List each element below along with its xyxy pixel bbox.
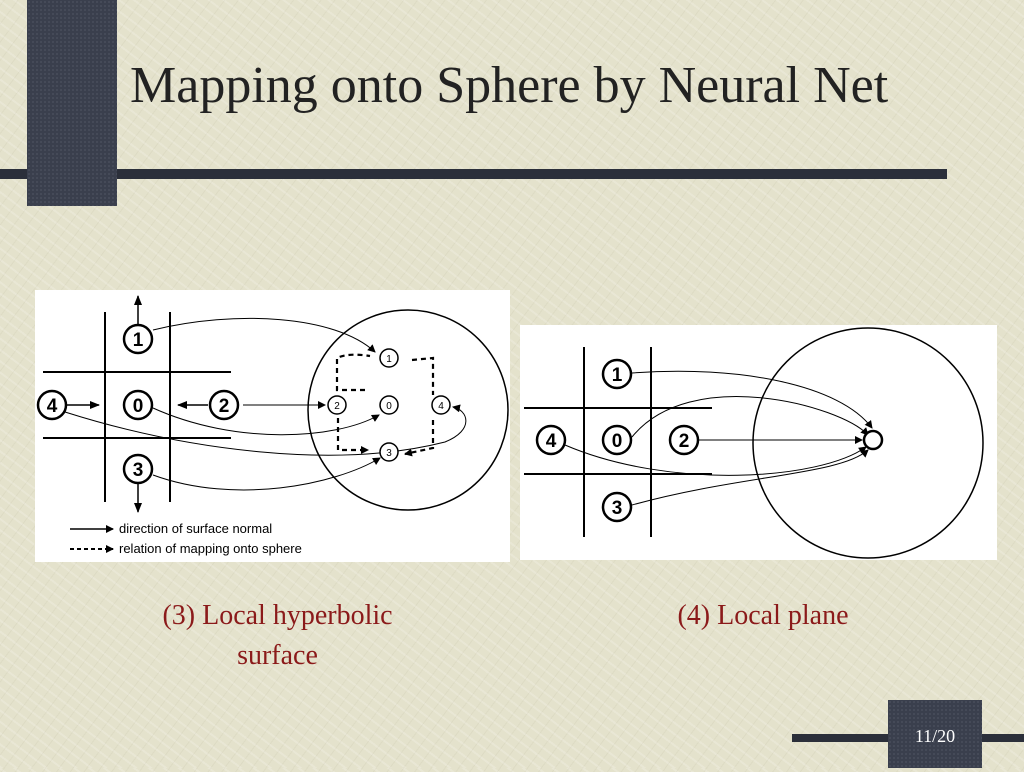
sphere-node-2: 2 <box>327 395 347 415</box>
sphere-node-0-label: 0 <box>386 401 392 412</box>
grid-lines <box>43 312 231 502</box>
figure-local-plane: 1 0 2 3 4 <box>520 325 997 560</box>
grid-node-2-label: 2 <box>219 396 230 417</box>
grid-node-2: 2 <box>208 389 240 421</box>
grid-node-3: 3 <box>122 453 154 485</box>
slide-title: Mapping onto Sphere by Neural Net <box>130 57 889 114</box>
sphere-node-4-label: 4 <box>438 401 444 412</box>
grid-node-2: 2 <box>668 424 700 456</box>
sphere-node-3: 3 <box>379 442 399 462</box>
mapping-curves <box>564 370 873 506</box>
caption-local-plane-line1: (4) Local plane <box>677 600 849 631</box>
grid-node-1: 1 <box>122 323 154 355</box>
grid-node-4: 4 <box>36 389 68 421</box>
grid-node-0-label: 0 <box>133 396 144 417</box>
grid-node-3-label: 3 <box>612 498 623 519</box>
caption-local-plane: (4) Local plane <box>620 596 906 636</box>
legend-dashed-label: relation of mapping onto sphere <box>119 541 302 556</box>
sphere-circle <box>752 327 984 559</box>
grid-node-3-label: 3 <box>133 460 144 481</box>
sphere-node-1: 1 <box>379 348 399 368</box>
grid-node-0: 0 <box>122 389 154 421</box>
dashed-relations <box>335 353 435 457</box>
footer-decoration-block <box>888 700 982 768</box>
grid-node-1: 1 <box>601 358 633 390</box>
sphere-circle <box>307 309 509 511</box>
sphere-node-0: 0 <box>379 395 399 415</box>
grid-node-4: 4 <box>535 424 567 456</box>
sphere-target-node <box>862 429 884 451</box>
caption-local-hyperbolic: (3) Local hyperbolic surface <box>110 596 445 676</box>
grid-node-2-label: 2 <box>679 431 690 452</box>
title-decoration-block <box>27 0 117 206</box>
sphere-node-1-label: 1 <box>386 354 392 365</box>
grid-node-1-label: 1 <box>133 330 144 351</box>
grid-lines <box>524 347 712 537</box>
figure-local-hyperbolic-diagram: 1 0 2 3 4 1 2 0 <box>36 295 509 556</box>
sphere-node-2-label: 2 <box>334 401 340 412</box>
footer-line-right <box>982 734 1024 742</box>
grid-node-3: 3 <box>601 491 633 523</box>
legend: direction of surface normal relation of … <box>70 521 302 556</box>
figure-local-hyperbolic: 1 0 2 3 4 1 2 0 <box>35 290 510 562</box>
grid-node-0-label: 0 <box>612 431 623 452</box>
title-underline-left <box>0 169 27 179</box>
sphere-node-3-label: 3 <box>386 448 392 459</box>
legend-solid-label: direction of surface normal <box>119 521 272 536</box>
caption-local-hyperbolic-line2: surface <box>237 640 318 671</box>
page-number: 11/20 <box>914 726 956 746</box>
caption-local-hyperbolic-line1: (3) Local hyperbolic <box>162 600 393 631</box>
sphere-node-4: 4 <box>431 395 451 415</box>
normal-arrows <box>67 295 208 513</box>
figure-local-plane-diagram: 1 0 2 3 4 <box>524 327 984 559</box>
grid-node-1-label: 1 <box>612 365 623 386</box>
grid-node-4-label: 4 <box>546 431 557 452</box>
grid-node-4-label: 4 <box>47 396 58 417</box>
footer-line-left <box>792 734 888 742</box>
grid-node-0: 0 <box>601 424 633 456</box>
title-underline <box>117 169 947 179</box>
